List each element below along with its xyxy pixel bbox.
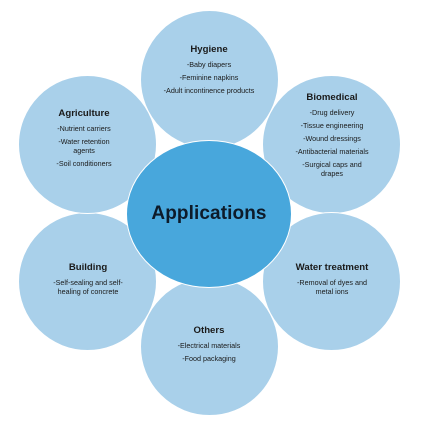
list-item: -Electrical materials — [177, 341, 241, 350]
label-hygiene: Hygiene -Baby diapers -Feminine napkins … — [160, 44, 258, 99]
list-item: -Water retention agents — [58, 137, 110, 155]
petal-title: Others — [193, 325, 225, 336]
petal-title: Biomedical — [306, 92, 358, 103]
center-label: Applications — [151, 203, 267, 224]
label-biomedical: Biomedical -Drug delivery -Tissue engine… — [282, 92, 382, 182]
list-item: -Soil conditioners — [56, 159, 112, 168]
list-item: -Feminine napkins — [179, 73, 239, 82]
petal-others — [140, 277, 279, 416]
list-item: -Tissue engineering — [300, 121, 364, 130]
list-item: -Surgical caps and drapes — [302, 160, 362, 178]
label-agriculture: Agriculture -Nutrient carriers -Water re… — [36, 108, 132, 172]
list-item: -Adult incontinence products — [163, 86, 255, 95]
list-item: -Removal of dyes and metal ions — [297, 278, 367, 296]
petal-title: Water treatment — [295, 262, 369, 273]
list-item: -Drug delivery — [309, 108, 355, 117]
label-building: Building -Self-sealing and self-healing … — [36, 262, 140, 300]
list-item: -Wound dressings — [303, 134, 361, 143]
petal-hygiene — [140, 10, 279, 149]
list-item: -Baby diapers — [186, 60, 232, 69]
petal-title: Agriculture — [58, 108, 110, 119]
label-others: Others -Electrical materials -Food packa… — [160, 325, 258, 367]
petal-title: Building — [68, 262, 108, 273]
petal-title: Hygiene — [190, 44, 228, 55]
label-water-treatment: Water treatment -Removal of dyes and met… — [280, 262, 384, 300]
center-hub: Applications — [126, 140, 292, 288]
list-item: -Food packaging — [182, 354, 236, 363]
list-item: -Self-sealing and self-healing of concre… — [53, 278, 123, 296]
list-item: -Nutrient carriers — [57, 124, 111, 133]
list-item: -Antibacterial materials — [295, 147, 369, 156]
